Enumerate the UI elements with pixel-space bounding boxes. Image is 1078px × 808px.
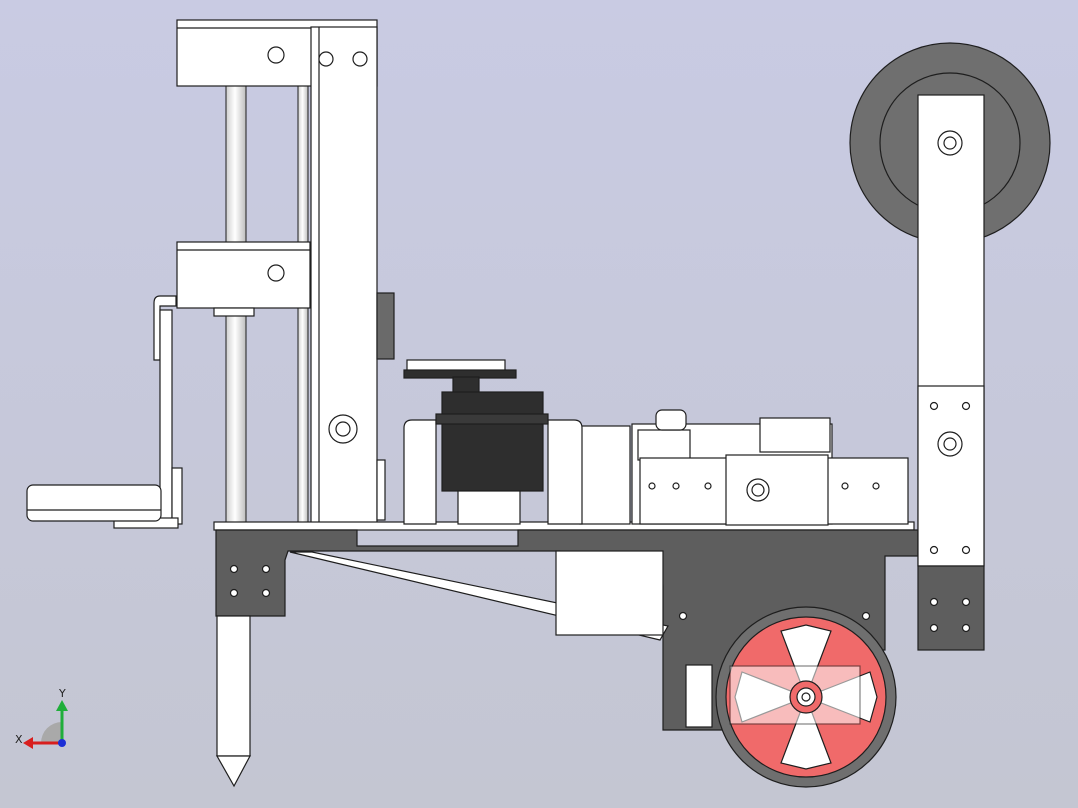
x-axis-arrowhead [23,737,33,749]
triad-y-label: Y [59,687,66,700]
marker-pen [215,615,251,788]
drive-wheel [685,606,897,788]
axis-triad [23,700,68,749]
y-axis-arrowhead [56,700,68,711]
vertical-post-left [310,26,395,528]
gripper-pad [26,484,162,522]
gripper-arm [113,295,183,529]
z-axis-dot [58,739,66,747]
triad-x-label: X [15,733,23,746]
slider-bracket [176,241,311,317]
caster-arm [917,94,985,651]
triad-plane [41,722,62,743]
servo-motor [403,359,583,525]
gearbox-motor [555,409,909,636]
